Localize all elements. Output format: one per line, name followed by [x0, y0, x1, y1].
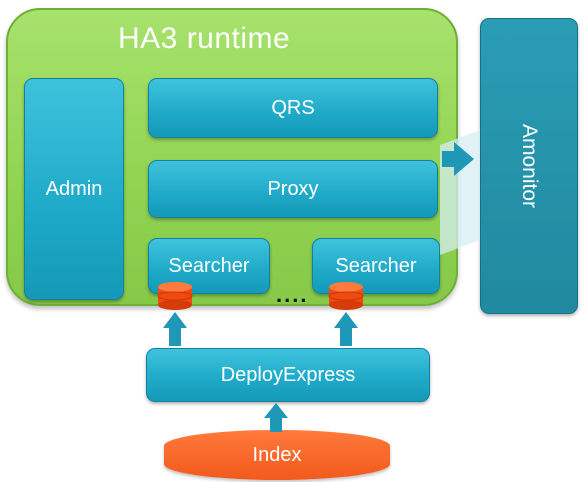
- qrs-label: QRS: [271, 96, 315, 119]
- arrow-up-icon-index-to-deploy: [264, 403, 288, 432]
- disk-icon-searcher-1: [157, 282, 193, 310]
- index-label: Index: [252, 443, 302, 466]
- admin-block: Admin: [24, 78, 124, 300]
- deploy-express-block: DeployExpress: [146, 348, 430, 402]
- deploy-express-label: DeployExpress: [220, 363, 356, 386]
- disk-icon-searcher-2: [328, 282, 364, 310]
- admin-label: Admin: [45, 177, 103, 200]
- qrs-block: QRS: [148, 78, 438, 138]
- arrow-up-icon-deploy-to-searcher-1: [163, 312, 187, 346]
- runtime-title: HA3 runtime: [118, 22, 291, 55]
- searcher-2-label: Searcher: [335, 255, 417, 277]
- searcher-1-label: Searcher: [168, 255, 250, 277]
- amonitor-block: Amonitor: [480, 18, 578, 314]
- proxy-block: Proxy: [148, 160, 438, 218]
- arrow-up-icon-deploy-to-searcher-2: [334, 312, 358, 346]
- index-cylinder: Index: [164, 430, 390, 480]
- arrow-to-amonitor-icon: [442, 142, 474, 176]
- proxy-label: Proxy: [267, 177, 319, 200]
